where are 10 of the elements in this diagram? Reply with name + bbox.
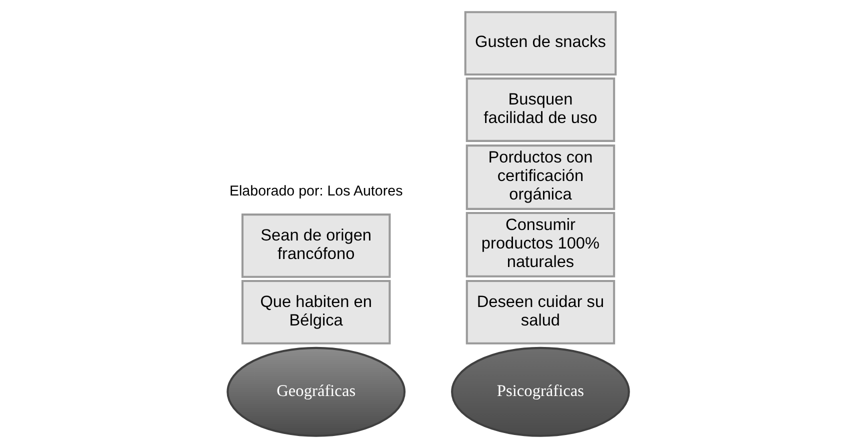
label: Elaborado por: Los Autores — [229, 183, 403, 200]
node-box: Porductos con certificación orgánica — [466, 144, 616, 210]
node-ellipse: Psicográficas — [451, 346, 630, 437]
node-box: Que habiten en Bélgica — [241, 280, 391, 344]
node-box: Consumir productos 100% naturales — [466, 212, 616, 278]
node-box: Sean de origen francófono — [241, 214, 391, 278]
node-box: Deseen cuidar su salud — [466, 280, 616, 344]
node-box: Gusten de snacks — [464, 11, 617, 76]
node-box: Busquen facilidad de uso — [466, 78, 616, 142]
node-ellipse: Geográficas — [226, 346, 406, 437]
